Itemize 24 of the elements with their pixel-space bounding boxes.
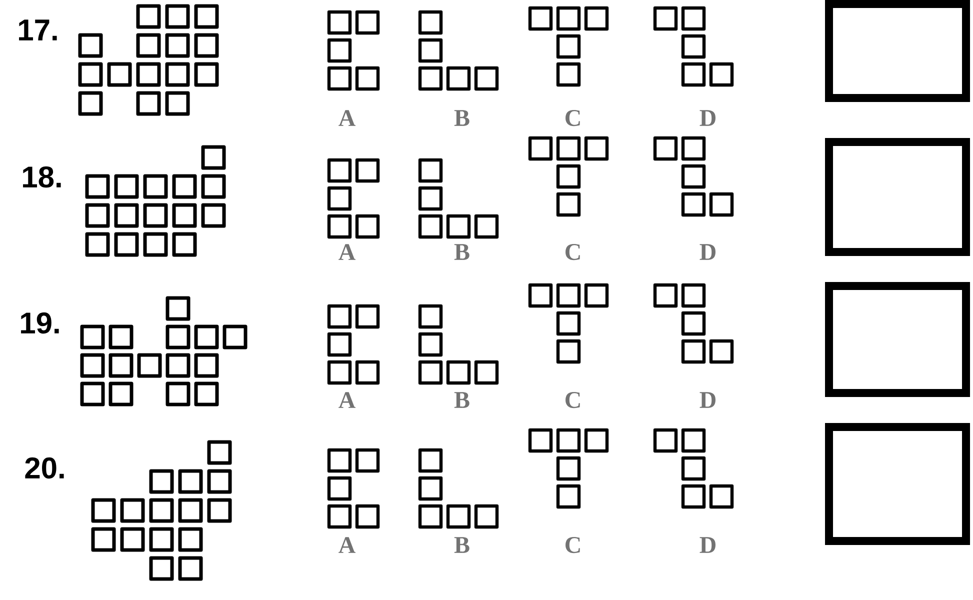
option-letter: D (700, 110, 716, 126)
question-number: 20. (25, 457, 64, 479)
option-letter: D (700, 537, 716, 553)
answer-box (825, 282, 970, 397)
option-letter: B (454, 244, 470, 260)
option-letter: C (566, 536, 580, 554)
answer-box (825, 0, 970, 102)
answer-box (825, 138, 970, 256)
answer-box (825, 423, 970, 545)
option-letter: A (338, 392, 356, 408)
option-letter: D (700, 392, 716, 408)
option-letter: A (338, 537, 356, 553)
option-letter: D (700, 244, 716, 260)
option-letter: A (338, 110, 356, 126)
option-letter: C (566, 110, 580, 126)
option-letter: B (454, 392, 470, 408)
question-number: 18. (23, 166, 61, 188)
option-letter: B (454, 537, 470, 553)
option-letter: C (566, 244, 580, 260)
option-letter: C (566, 392, 580, 408)
question-number: 17. (19, 20, 57, 40)
question-number: 19. (21, 312, 59, 334)
option-letter: B (454, 110, 470, 126)
option-letter: A (338, 244, 356, 260)
